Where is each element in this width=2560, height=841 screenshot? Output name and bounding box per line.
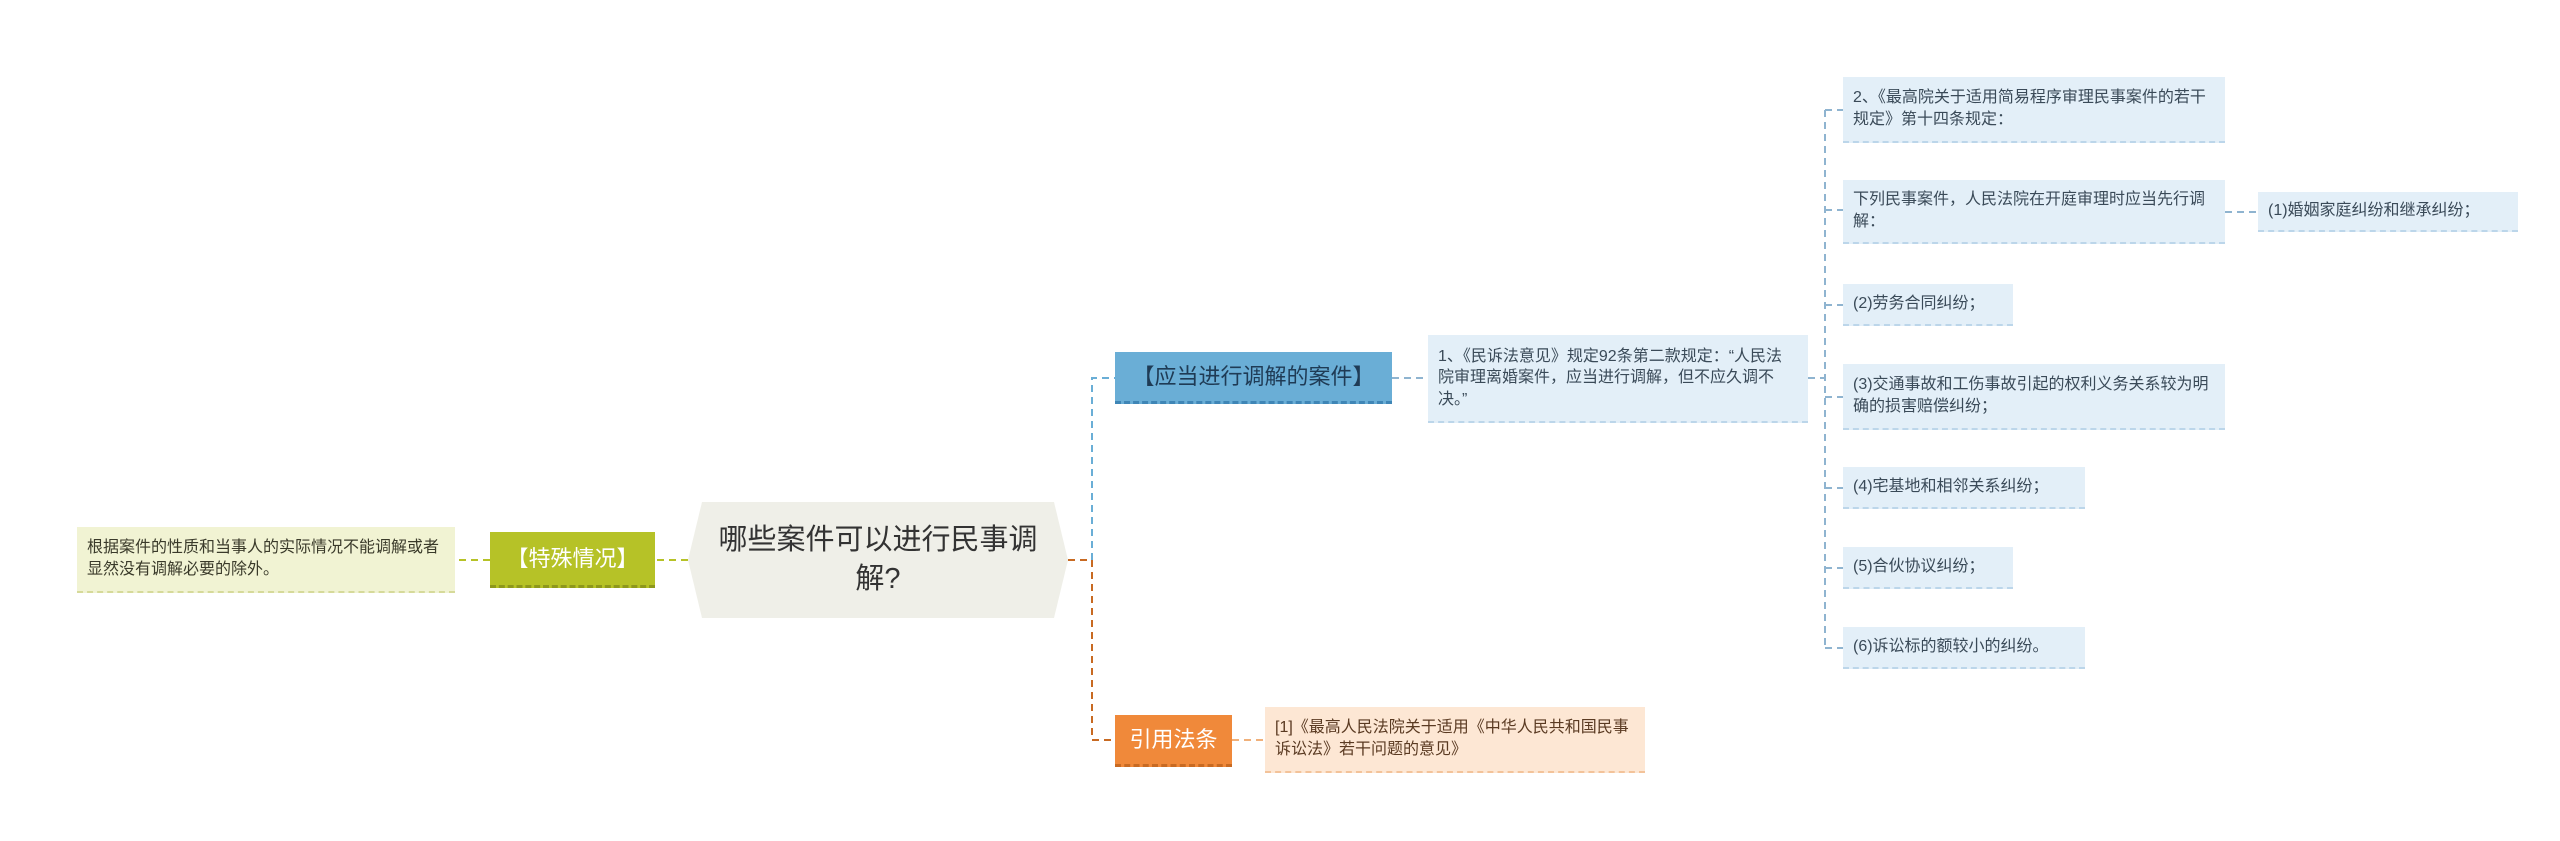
list-item[interactable]: 下列民事案件，人民法院在开庭审理时应当先行调解：	[1843, 180, 2225, 244]
list-item[interactable]: (3)交通事故和工伤事故引起的权利义务关系较为明确的损害赔偿纠纷；	[1843, 364, 2225, 430]
cited-law-child[interactable]: [1]《最高人民法院关于适用《中华人民共和国民事诉讼法》若干问题的意见》	[1265, 707, 1645, 773]
link-child-items	[1808, 109, 1843, 649]
root-label: 哪些案件可以进行民事调解?	[718, 523, 1038, 595]
should-mediate-child-text: 1、《民诉法意见》规定92条第二款规定：“人民法院审理离婚案件，应当进行调解，但…	[1438, 347, 1783, 408]
list-item[interactable]: (6)诉讼标的额较小的纠纷。	[1843, 627, 2085, 669]
list-item-text: (2)劳务合同纠纷；	[1853, 295, 1985, 313]
list-item[interactable]: (5)合伙协议纠纷；	[1843, 547, 2013, 589]
list-item-text: (5)合伙协议纠纷；	[1853, 558, 1985, 576]
should-mediate-child[interactable]: 1、《民诉法意见》规定92条第二款规定：“人民法院审理离婚案件，应当进行调解，但…	[1428, 335, 1808, 423]
list-item-text: 下列民事案件，人民法院在开庭审理时应当先行调解：	[1853, 191, 2206, 230]
list-item[interactable]: 2、《最高院关于适用简易程序审理民事案件的若干规定》第十四条规定：	[1843, 77, 2225, 143]
sub-list-item[interactable]: (1)婚姻家庭纠纷和继承纠纷；	[2258, 192, 2518, 232]
branch-should-mediate-label: 【应当进行调解的案件】	[1132, 363, 1375, 389]
link-root-should	[1068, 377, 1115, 561]
link-root-cited	[1068, 559, 1115, 741]
list-item-text: (3)交通事故和工伤事故引起的权利义务关系较为明确的损害赔偿纠纷；	[1853, 376, 2209, 415]
sub-list-item-text: (1)婚姻家庭纠纷和继承纠纷；	[2268, 202, 2480, 220]
list-item-text: (6)诉讼标的额较小的纠纷。	[1853, 638, 2049, 656]
special-child[interactable]: 根据案件的性质和当事人的实际情况不能调解或者显然没有调解必要的除外。	[77, 527, 455, 593]
branch-special-label: 【特殊情况】	[506, 545, 639, 571]
branch-cited-law-label: 引用法条	[1129, 726, 1218, 752]
branch-should-mediate[interactable]: 【应当进行调解的案件】	[1115, 352, 1392, 404]
list-item-text: (4)宅基地和相邻关系纠纷；	[1853, 478, 2049, 496]
branch-special[interactable]: 【特殊情况】	[490, 532, 655, 588]
special-child-text: 根据案件的性质和当事人的实际情况不能调解或者显然没有调解必要的除外。	[87, 539, 440, 578]
list-item-text: 2、《最高院关于适用简易程序审理民事案件的若干规定》第十四条规定：	[1853, 89, 2206, 128]
list-item[interactable]: (4)宅基地和相邻关系纠纷；	[1843, 467, 2085, 509]
list-item[interactable]: (2)劳务合同纠纷；	[1843, 284, 2013, 326]
cited-law-child-text: [1]《最高人民法院关于适用《中华人民共和国民事诉讼法》若干问题的意见》	[1275, 719, 1629, 758]
branch-cited-law[interactable]: 引用法条	[1115, 715, 1232, 767]
root-topic[interactable]: 哪些案件可以进行民事调解?	[688, 502, 1068, 618]
